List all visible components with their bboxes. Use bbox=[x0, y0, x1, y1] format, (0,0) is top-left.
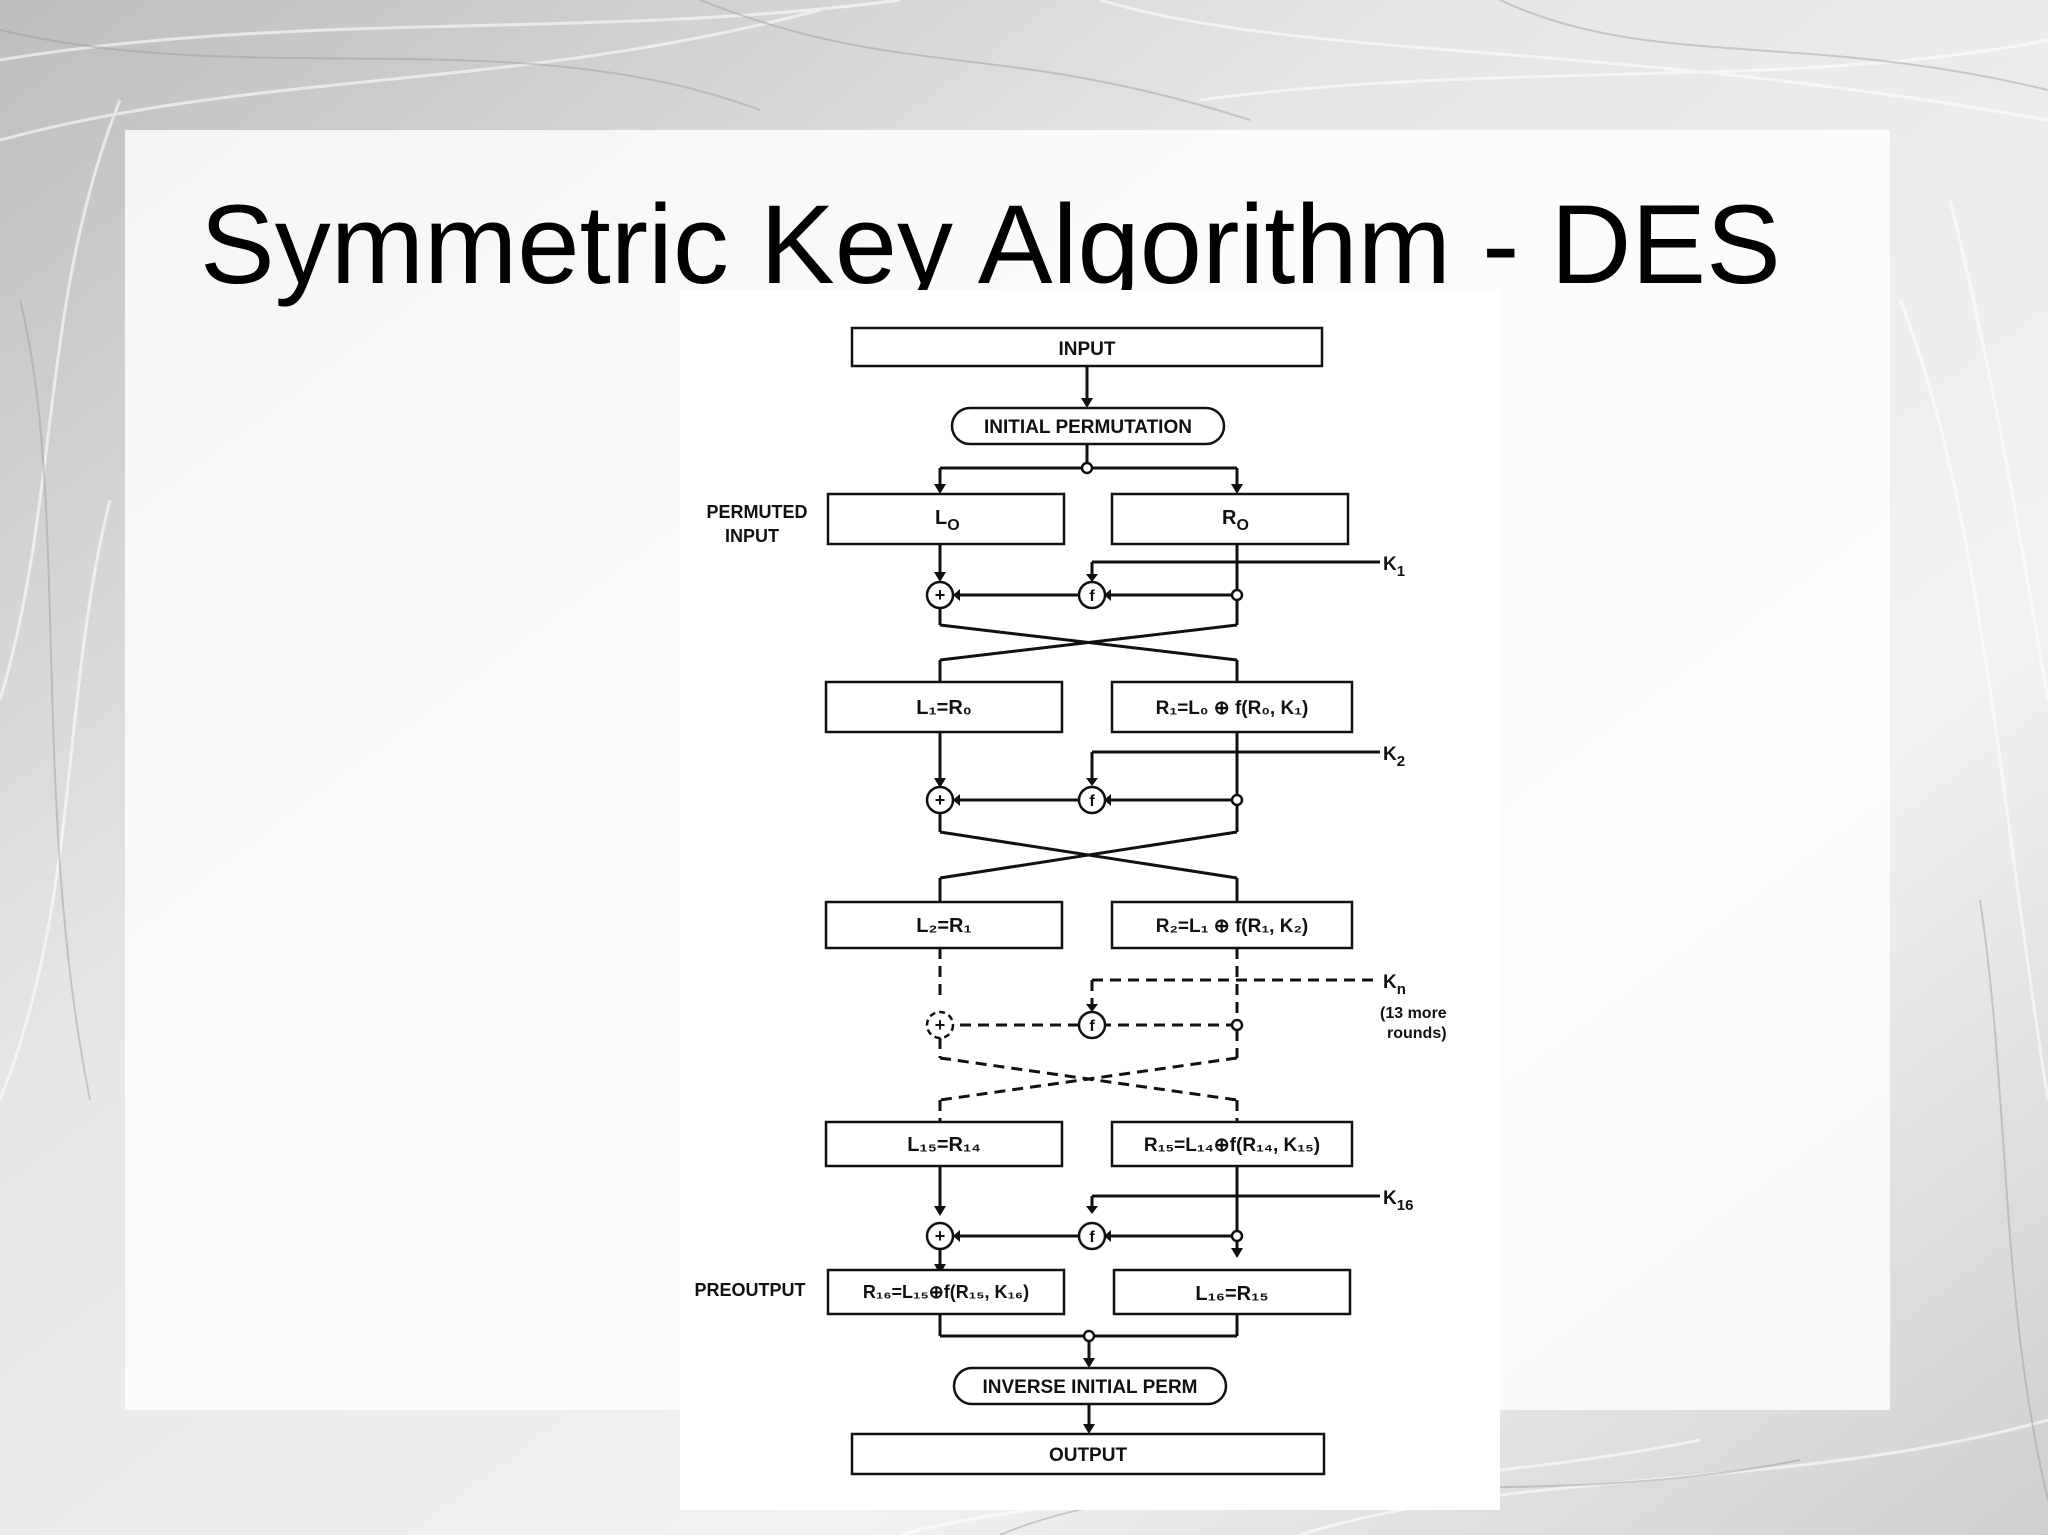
r0-label: RO bbox=[1222, 507, 1249, 534]
r1-box bbox=[1110, 680, 1354, 734]
r2-box bbox=[1110, 900, 1354, 950]
preoutput-label: PREOUTPUT bbox=[694, 1280, 805, 1300]
permuted-input-label-line1: PERMUTED bbox=[706, 502, 807, 522]
r15-box bbox=[1110, 1120, 1354, 1168]
l1-box bbox=[824, 680, 1064, 734]
l1-label: L₁=R₀ bbox=[916, 697, 972, 719]
svg-text:f: f bbox=[1089, 588, 1095, 605]
svg-text:f: f bbox=[1089, 793, 1095, 810]
des-flow-diagram: INPUT INITIAL PERMUTATION PERMUTED INPUT… bbox=[680, 290, 1500, 1510]
svg-text:+: + bbox=[935, 585, 946, 605]
svg-text:+: + bbox=[935, 1226, 946, 1246]
more-rounds-line2: rounds) bbox=[1387, 1025, 1447, 1042]
r16-box bbox=[826, 1268, 1066, 1316]
kn-label: Kn bbox=[1383, 972, 1406, 998]
k16-label: K16 bbox=[1383, 1188, 1413, 1214]
input-label: INPUT bbox=[1059, 339, 1116, 360]
k2-label: K2 bbox=[1383, 744, 1405, 770]
r15-label: R₁₅=L₁₄⊕f(R₁₄, K₁₅) bbox=[1144, 1135, 1320, 1156]
slide-title: Symmetric Key Algorithm - DES bbox=[200, 182, 1781, 307]
more-rounds-line1: (13 more bbox=[1380, 1005, 1447, 1022]
output-box bbox=[850, 1432, 1326, 1476]
svg-text:f: f bbox=[1089, 1229, 1095, 1246]
l16-label: L₁₆=R₁₅ bbox=[1195, 1283, 1268, 1305]
r0-box bbox=[1110, 492, 1350, 546]
l16-box bbox=[1112, 1268, 1352, 1316]
output-label: OUTPUT bbox=[1049, 1445, 1128, 1466]
l15-box bbox=[824, 1120, 1064, 1168]
l2-label: L₂=R₁ bbox=[916, 915, 972, 937]
l15-label: L₁₅=R₁₄ bbox=[907, 1134, 981, 1156]
permuted-input-label-line2: INPUT bbox=[725, 526, 779, 546]
svg-text:f: f bbox=[1089, 1018, 1095, 1035]
k1-label: K1 bbox=[1383, 554, 1405, 580]
inverse-permutation-label: INVERSE INITIAL PERM bbox=[982, 1377, 1197, 1398]
r1-label: R₁=L₀ ⊕ f(R₀, K₁) bbox=[1156, 698, 1309, 719]
svg-text:+: + bbox=[935, 790, 946, 810]
svg-text:+: + bbox=[935, 1015, 946, 1035]
l2-box bbox=[824, 900, 1064, 950]
r16-label: R₁₆=L₁₅⊕f(R₁₅, K₁₆) bbox=[863, 1282, 1029, 1302]
l0-label: LO bbox=[935, 507, 960, 534]
input-box bbox=[850, 326, 1324, 368]
initial-permutation-label: INITIAL PERMUTATION bbox=[984, 417, 1192, 438]
l0-box bbox=[826, 492, 1066, 546]
r2-label: R₂=L₁ ⊕ f(R₁, K₂) bbox=[1156, 916, 1308, 937]
